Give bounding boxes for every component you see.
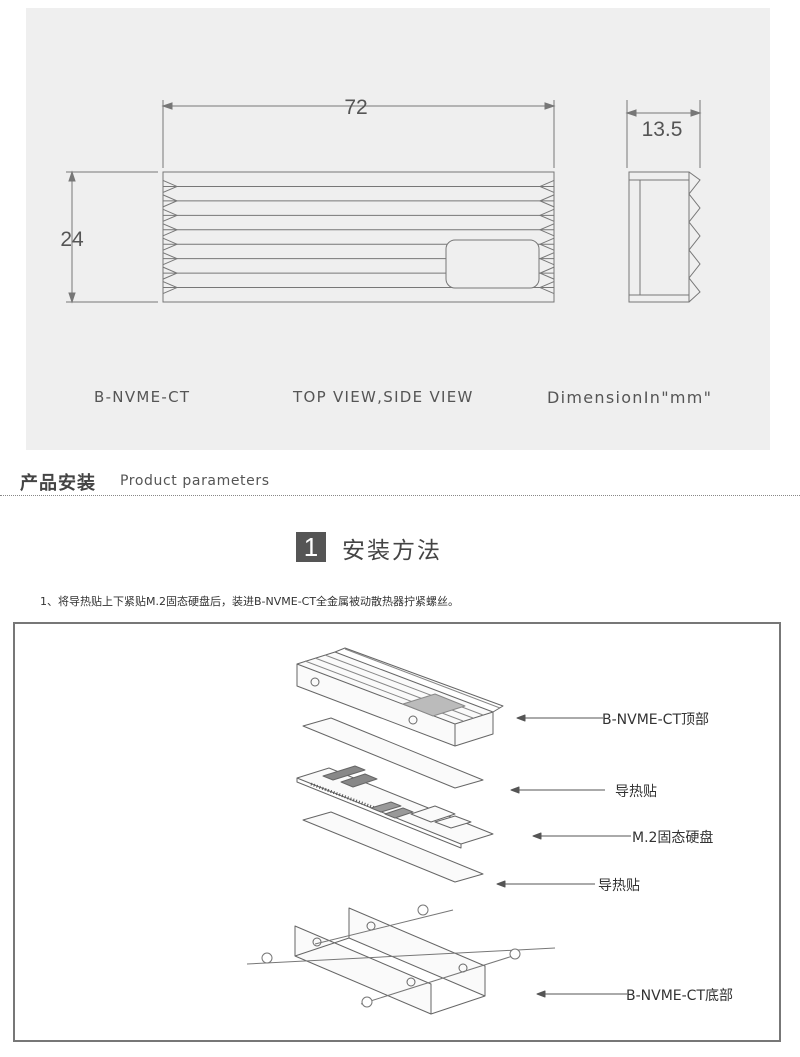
leader-lines bbox=[496, 714, 631, 998]
thermal-pad-top bbox=[302, 717, 484, 789]
section-divider bbox=[0, 495, 800, 496]
caption-unit: DimensionIn"mm" bbox=[547, 388, 713, 407]
section-subtitle: Product parameters bbox=[120, 473, 270, 489]
heatsink-top-view bbox=[162, 171, 555, 303]
dimension-drawing: 72 13.5 24 bbox=[60, 96, 702, 304]
thermal-pad-bottom bbox=[302, 811, 484, 883]
part-label-heatsink-top: B-NVME-CT顶部 bbox=[602, 712, 710, 728]
heatsink-fin-edge bbox=[162, 237, 555, 251]
install-instruction: 1、将导热贴上下紧贴M.2固态硬盘后，装进B-NVME-CT全金属被动散热器拧紧… bbox=[40, 595, 460, 608]
step-title: 安装方法 bbox=[342, 538, 442, 564]
part-label-thermal-pad-bottom: 导热贴 bbox=[598, 878, 640, 894]
caption-views: TOP VIEW,SIDE VIEW bbox=[293, 388, 474, 406]
heatsink-fin-edge bbox=[162, 252, 555, 266]
exploded-view-diagram bbox=[246, 647, 631, 1015]
m2-ssd bbox=[296, 765, 494, 849]
dim-arrows-height bbox=[625, 109, 702, 117]
part-label-thermal-pad-top: 导热贴 bbox=[615, 784, 657, 800]
heatsink-fin-edge bbox=[162, 179, 555, 193]
heatsink-fin-edge bbox=[162, 281, 555, 295]
heatsink-fin-edge bbox=[162, 223, 555, 237]
section-title: 产品安装 bbox=[20, 473, 96, 494]
step-number-badge: 1 bbox=[296, 532, 326, 562]
heatsink-bottom-part bbox=[294, 907, 486, 1015]
heatsink-fin-edge bbox=[162, 266, 555, 280]
dim-width-value: 24 bbox=[60, 228, 84, 251]
part-label-m2-ssd: M.2固态硬盘 bbox=[632, 830, 714, 846]
dim-arrows-length bbox=[161, 102, 556, 110]
screws bbox=[246, 904, 556, 1008]
dim-height-value: 13.5 bbox=[642, 118, 683, 141]
dim-arrows-width bbox=[68, 170, 76, 304]
heatsink-side-view bbox=[628, 171, 701, 303]
heatsink-fin-edge bbox=[162, 194, 555, 208]
heatsink-label-window bbox=[445, 239, 540, 289]
heatsink-top-part bbox=[296, 647, 504, 747]
install-diagram-frame bbox=[13, 622, 781, 1042]
heatsink-fin-edge bbox=[162, 208, 555, 222]
part-label-heatsink-bottom: B-NVME-CT底部 bbox=[626, 988, 734, 1004]
dim-length-value: 72 bbox=[344, 96, 367, 119]
dimension-drawing-panel: 72 13.5 24 bbox=[26, 8, 770, 450]
heatsink-label-window bbox=[402, 693, 466, 717]
caption-model: B-NVME-CT bbox=[94, 388, 191, 406]
